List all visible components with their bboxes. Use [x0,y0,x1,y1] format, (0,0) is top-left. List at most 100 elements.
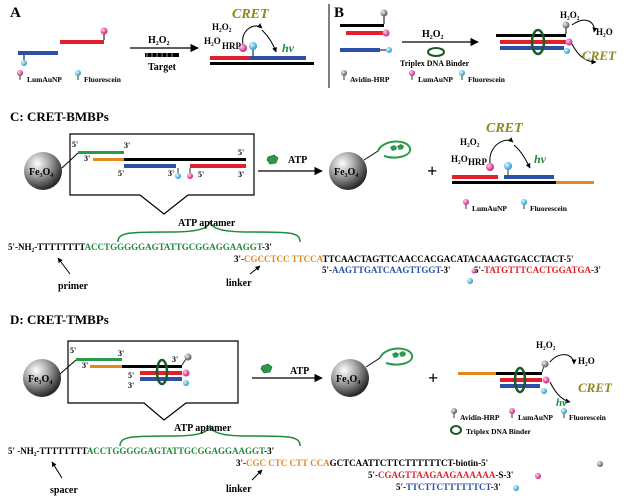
panel-d-legend: Avidin-HRP LumAuNP Fluorescein Triplex D… [450,408,607,436]
end-label: 3' [168,169,174,178]
legend-fluorescein: Fluorescein [84,75,122,84]
lumaunp-marker [100,27,108,35]
h2o-label: H₂O [204,36,221,46]
legend-lumaunp: LumAuNP [27,75,62,84]
panel-a-legend: LumAuNP Fluorescein [17,70,122,84]
atp-icon [260,363,273,374]
end-label: 3' [172,355,178,364]
magnetic-bead [23,359,61,397]
linker-label: linker [226,484,252,495]
sequence-line-4: 5'-TTCTTCTTTTTTCT-3' [396,482,501,492]
legend-avidin-hrp: Avidin-HRP [460,413,500,422]
end-label: 3' [128,381,134,390]
fe3o4-label: Fe₃O₄ [336,374,360,385]
probe-assembly [59,353,192,386]
magnetic-bead [331,359,369,397]
end-label: 5' [118,169,124,178]
h2o-label: H₂O [451,154,468,164]
panel-d: D: CRET-TMBPs Fe₃O₄ 5' 3' 3' 5' 3' 3' AT… [8,312,613,496]
end-label: 5' [198,170,204,179]
end-label: 3' [82,361,88,370]
zoom-callout-box [69,133,255,215]
h2o2-label: H₂O₂ [460,137,480,147]
end-label: 3' [238,170,244,179]
legend-avidin-hrp: Avidin-HRP [350,75,390,84]
panel-c-title: C: CRET-BMBPs [10,109,109,124]
h2o2-label: H₂O₂ [422,29,444,40]
released-triplex [458,354,577,404]
h2o2-label: H₂O₂ [148,35,170,46]
magnetic-bead [329,152,367,190]
legend-triplex-binder: Triplex DNA Binder [466,427,532,436]
folded-aptamer [363,140,412,161]
primer-label: primer [58,281,89,292]
probe-assembly [61,151,246,179]
aptamer-label: ATP aptamer [174,423,232,434]
hv-label: hv [282,41,295,55]
panel-a: A H₂O₂ Target [10,5,314,84]
hv-label: hv [534,152,547,166]
target-label: Target [148,62,177,73]
triplex-binder-label: Triplex DNA Binder [400,59,470,68]
legend-fluorescein: Fluorescein [468,75,506,84]
h2o2-label: H₂O₂ [560,10,580,20]
legend-lumaunp: LumAuNP [418,75,453,84]
aptamer-brace [117,220,301,243]
hrp-label: HRP [468,157,488,167]
magnetic-bead [24,152,62,190]
panel-d-title: D: CRET-TMBPs [10,312,109,327]
sequence-line-2: 3'-CGCCTCC TTCCATTCAACTAGTTCAACCACGACATA… [234,254,573,264]
aptamer-brace [119,424,301,447]
h2o-label: H₂O [578,356,595,366]
panel-a-probe-strands [18,27,108,66]
released-complex [452,137,594,184]
panel-b-legend: Avidin-HRP LumAuNP Fluorescein [341,70,506,84]
atp-label: ATP [288,155,307,166]
panel-b-strands [340,9,392,53]
h2o2-label: H₂O₂ [536,340,556,350]
panel-c: C: CRET-BMBPs Fe₃O₄ 5' 3' 3' 5' 3' 5' 3'… [8,109,601,292]
panel-b-letter: B [334,5,344,21]
hv-label: hv [556,397,567,409]
legend-lumaunp: LumAuNP [472,204,507,213]
h2o-label: H₂O [596,27,613,37]
plus-sign: + [427,161,437,181]
aptamer-label: ATP aptamer [178,218,236,229]
sequence-line-2: 3'-CGC CTC CTT CCAGCTCAATTCTTCTTTTTTCT-b… [236,458,488,468]
end-label: 5' [70,346,76,355]
legend-lumaunp: LumAuNP [518,413,553,422]
end-label: 3' [118,349,124,358]
fe3o4-label: Fe₃O₄ [29,167,53,178]
atp-label: ATP [290,366,309,377]
sequence-line-3: 5'-AAGTTGATCAAGTTGGT-3' [322,265,451,275]
spacer-label: spacer [50,485,78,496]
plus-sign: + [428,368,438,388]
sequence-line-1: 5'-NH₂-TTTTTTTTACCTGGGGGAGTATTGCGGAGGAAG… [8,242,272,252]
panel-c-legend: LumAuNP Fluorescein [463,199,568,213]
atp-icon [266,154,279,165]
triplex-binder-icon [427,47,445,57]
panel-b: B H₂O₂ Triplex DNA Binder [334,5,617,84]
cret-label: CRET [582,48,617,63]
end-label: 5' [128,371,134,380]
panel-a-letter: A [10,5,21,21]
end-label: 3' [124,141,130,150]
panel-a-complex [210,23,314,65]
end-label: 5' [72,140,78,149]
cret-label: CRET [578,380,613,395]
fe3o4-label: Fe₃O₄ [334,167,358,178]
end-label: 3' [84,154,90,163]
target-strand-icon [145,53,179,57]
legend-fluorescein: Fluorescein [569,413,607,422]
h2o2-label: H₂O₂ [212,22,232,32]
panel-b-complex [496,19,598,65]
sequence-line-1: 5' -NH₂-TTTTTTTTACCTGGGGGAGTATTGCGGAGGAA… [8,446,274,456]
cret-label: CRET [232,7,270,22]
cret-label: CRET [486,121,524,136]
fluorescein-marker [21,60,27,66]
hrp-label: HRP [222,41,242,51]
fe3o4-label: Fe₃O₄ [28,374,52,385]
folded-aptamer [365,347,414,368]
sequence-line-4: 5'-TATGTTTCACTGGATGA-3' [474,265,601,275]
linker-label: linker [226,278,252,289]
